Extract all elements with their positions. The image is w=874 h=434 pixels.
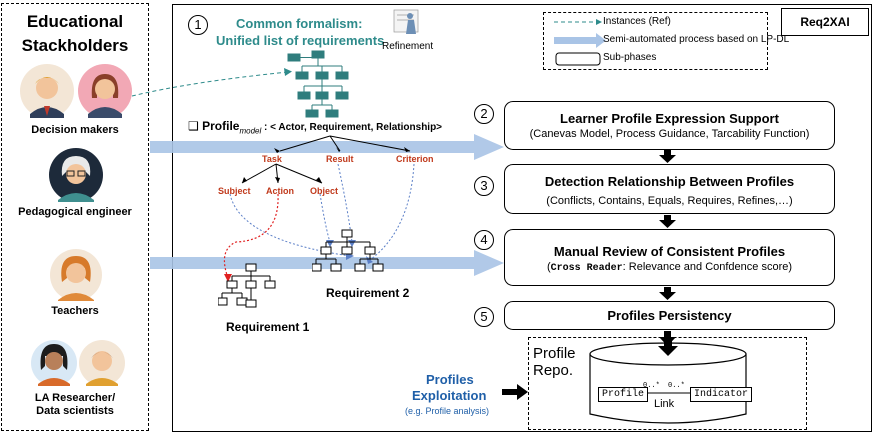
tree-node-task: Task xyxy=(262,154,282,164)
legend xyxy=(543,12,768,70)
legend-dashed-arrow-icon xyxy=(554,19,602,25)
flow-arrow-lower xyxy=(150,250,504,276)
profile-model-rest: : < Actor, Requirement, Relationship> xyxy=(261,122,443,133)
instances-dashed-arrow xyxy=(131,68,292,97)
repository-title-line1: Profile xyxy=(533,345,576,362)
phase-3-box: Detection Relationship Between Profiles … xyxy=(504,164,835,214)
phase-number-4: 4 xyxy=(474,230,494,250)
researcher-man-avatar-icon xyxy=(79,340,125,386)
semi-automated-flow-arrows xyxy=(150,134,504,276)
phase-2-subtitle: (Canevas Model, Process Guidance, Tarcab… xyxy=(529,128,810,140)
researcher-woman-avatar-icon xyxy=(31,340,77,386)
phase-number-5: 5 xyxy=(474,307,494,327)
tree-node-object: Object xyxy=(310,186,339,196)
stakeholders-title-line1: Educational xyxy=(26,12,124,31)
decision-makers-avatars xyxy=(20,64,132,118)
teacher-avatar-icon xyxy=(50,249,102,301)
repository-mult-right: 0..* xyxy=(668,382,685,390)
req2xai-tag: Req2XAI xyxy=(781,8,869,36)
repository-profile-box: Profile xyxy=(598,387,649,402)
checkbox-icon: ❑ xyxy=(188,119,199,133)
repository-link-label: Link xyxy=(654,398,675,410)
refinement-person-icon xyxy=(393,9,419,34)
phase-4-cross-reader: Cross Reader xyxy=(550,263,623,274)
repository-mult-left: 0..* xyxy=(643,382,660,390)
tree-node-subject: Subject xyxy=(218,186,251,196)
legend-symbols xyxy=(554,19,606,66)
down-arrow-icon xyxy=(659,287,676,300)
exploitation-line2: Exploitation xyxy=(412,388,487,403)
flow-arrow-upper xyxy=(150,134,504,160)
requirement-2-tree-icon xyxy=(312,229,384,272)
phase-3-title: Detection Relationship Between Profiles xyxy=(544,174,795,189)
refinement-label: Refinement xyxy=(382,41,434,52)
legend-label-subphases: Sub-phases xyxy=(603,52,657,63)
tree-node-result: Result xyxy=(326,154,354,164)
down-arrow-icon xyxy=(659,215,676,228)
repository-title-line2: Repo. xyxy=(533,362,574,379)
phase-4-box: Manual Review of Consistent Profiles (Cr… xyxy=(504,229,835,286)
phase-4-title: Manual Review of Consistent Profiles xyxy=(553,244,786,259)
phase-2-box: Learner Profile Expression Support (Cane… xyxy=(504,101,835,150)
profile-model-word: Profile xyxy=(202,119,240,133)
requirement-1-label: Requirement 1 xyxy=(226,320,310,334)
formalism-title-line2: Unified list of requirements xyxy=(216,33,385,48)
profile-repository-box xyxy=(528,337,807,430)
req2xai-frame xyxy=(172,4,872,432)
pedagogical-engineer-avatar-icon xyxy=(49,148,103,202)
phase-3-subtitle: (Conflicts, Contains, Equals, Requires, … xyxy=(546,195,793,207)
formalism-title-line1: Common formalism: xyxy=(236,16,363,31)
researchers-avatars xyxy=(31,340,125,386)
exploitation-line1: Profiles xyxy=(426,372,474,387)
legend-subphase-box-icon xyxy=(555,52,601,66)
profile-model-definition: ❑ Profilemodel : < Actor, Requirement, R… xyxy=(188,119,442,135)
phase-number-2: 2 xyxy=(474,104,494,124)
stakeholder-label-pedagogical-engineer: Pedagogical engineer xyxy=(18,206,132,218)
repository-indicator-box: Indicator xyxy=(690,387,753,402)
phase-4-subtitle: (Cross Reader: Relevance and Confdence s… xyxy=(505,261,834,274)
phase-number-3: 3 xyxy=(474,176,494,196)
phase-5-box: Profiles Persistency xyxy=(504,301,835,330)
unified-requirements-tree-icon xyxy=(287,50,349,118)
phase-number-1: 1 xyxy=(188,15,208,35)
tree-node-criterion: Criterion xyxy=(396,154,434,164)
stakeholder-label-teachers: Teachers xyxy=(51,305,99,317)
exploitation-arrow-icon xyxy=(502,384,528,400)
phase-4-subtitle-open: ( xyxy=(546,261,551,273)
stakeholders-panel xyxy=(1,3,149,431)
profile-model-subscript: model xyxy=(239,126,262,136)
phase-flow-arrows xyxy=(659,150,676,346)
tree-node-action: Action xyxy=(266,186,294,196)
requirement-2-label: Requirement 2 xyxy=(326,286,410,300)
legend-label-instances: Instances (Ref) xyxy=(603,16,671,27)
man-avatar-icon xyxy=(20,64,74,118)
database-cylinder-icon xyxy=(589,340,747,424)
stakeholder-label-decision-makers: Decision makers xyxy=(31,124,119,136)
requirement-1-tree-icon xyxy=(218,263,276,308)
phase-4-subtitle-rest: : Relevance and Confdence score) xyxy=(622,261,793,273)
legend-wide-arrow-icon xyxy=(554,33,606,48)
stakeholders-title-line2: Stackholders xyxy=(21,36,129,55)
legend-label-semi-automated: Semi-automated process based on LP-DL xyxy=(603,34,790,45)
exploitation-line3: (e.g. Profile analysis) xyxy=(405,406,490,416)
phase-2-title: Learner Profile Expression Support xyxy=(560,111,779,126)
stakeholder-label-researchers-line1: LA Researcher/ xyxy=(34,392,116,404)
down-arrow-icon xyxy=(659,150,676,163)
stakeholder-label-researchers-line2: Data scientists xyxy=(36,405,114,417)
phase-5-title: Profiles Persistency xyxy=(607,308,732,323)
woman-avatar-icon xyxy=(78,64,132,118)
